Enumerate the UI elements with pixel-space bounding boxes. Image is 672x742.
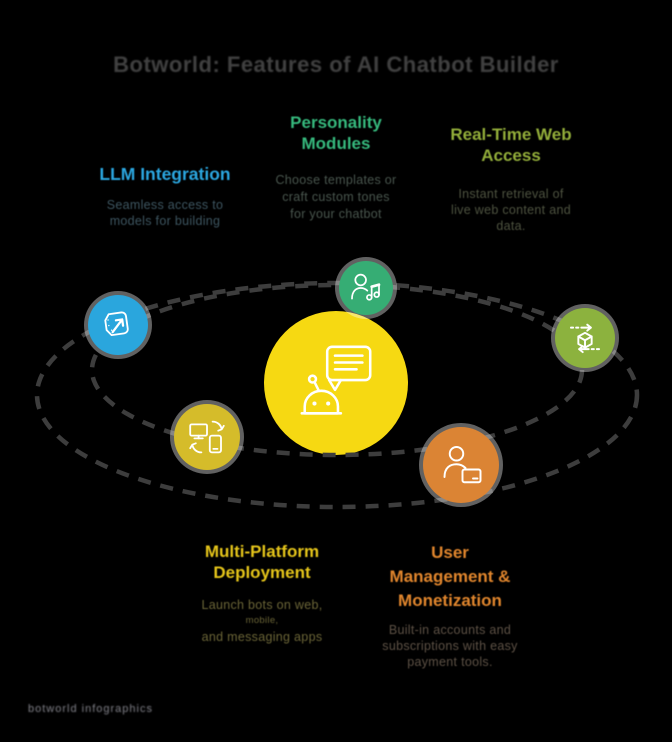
user-management-monetization-circle bbox=[423, 427, 499, 503]
body-line: data. bbox=[496, 219, 526, 233]
chatbot-robot-icon bbox=[300, 345, 372, 415]
body-line: models for building bbox=[109, 214, 221, 228]
body-line: Launch bots on web, bbox=[201, 598, 323, 612]
body-line: Built-in accounts and bbox=[388, 623, 512, 637]
devices-sync-icon bbox=[189, 420, 225, 454]
user-management-monetization-body: Built-in accounts and subscriptions with… bbox=[352, 622, 548, 670]
heading-line: Real-Time Web bbox=[450, 125, 572, 144]
body-line: Seamless access to bbox=[106, 198, 224, 212]
multi-platform-deployment-heading: Multi-Platform Deployment bbox=[172, 541, 352, 583]
llm-integration-body: Seamless access to models for building bbox=[45, 197, 285, 229]
personality-modules-heading: Personality Modules bbox=[246, 112, 426, 154]
body-line: for your chatbot bbox=[290, 207, 382, 221]
multi-platform-deployment-circle bbox=[174, 404, 240, 470]
real-time-web-access-body: Instant retrieval of live web content an… bbox=[413, 186, 609, 234]
heading-line: Management & bbox=[389, 567, 511, 586]
user-card-icon bbox=[443, 446, 482, 484]
personality-modules-body: Choose templates or craft custom tones f… bbox=[241, 172, 431, 223]
body-line: mobile, bbox=[245, 615, 279, 626]
real-time-web-access-circle bbox=[555, 308, 615, 368]
body-line: Choose templates or bbox=[275, 173, 397, 187]
heading-line: Deployment bbox=[213, 563, 311, 582]
heading-line: Modules bbox=[301, 134, 371, 153]
llm-integration-heading: LLM Integration bbox=[35, 164, 295, 185]
heading-line: Multi-Platform bbox=[204, 542, 320, 561]
body-line: subscriptions with easy bbox=[382, 639, 518, 653]
heading-line: Personality bbox=[290, 113, 382, 132]
body-line: craft custom tones bbox=[282, 190, 390, 204]
page-title: Botworld: Features of AI Chatbot Builder bbox=[113, 52, 559, 77]
real-time-web-access-heading: Real-Time Web Access bbox=[416, 124, 606, 166]
personality-modules-circle bbox=[339, 261, 393, 315]
person-music-icon bbox=[351, 273, 381, 301]
watermark-text: botworld infographics bbox=[28, 703, 153, 715]
center-chatbot-circle bbox=[264, 311, 408, 455]
heading-line: User bbox=[431, 543, 469, 562]
heading-line: Access bbox=[481, 146, 541, 165]
body-line: payment tools. bbox=[407, 655, 493, 669]
llm-integration-circle bbox=[88, 295, 148, 355]
heading-line: Monetization bbox=[398, 591, 502, 610]
chip-arrow-icon bbox=[104, 311, 129, 337]
body-line: live web content and bbox=[451, 203, 571, 217]
multi-platform-deployment-body: Launch bots on web, mobile, and messagin… bbox=[167, 597, 357, 645]
heading-line: LLM Integration bbox=[99, 164, 231, 184]
user-management-monetization-heading: User Management & Monetization bbox=[360, 541, 540, 613]
body-line: Instant retrieval of bbox=[458, 187, 564, 201]
body-line: and messaging apps bbox=[201, 630, 323, 644]
cube-exchange-icon bbox=[569, 323, 601, 354]
